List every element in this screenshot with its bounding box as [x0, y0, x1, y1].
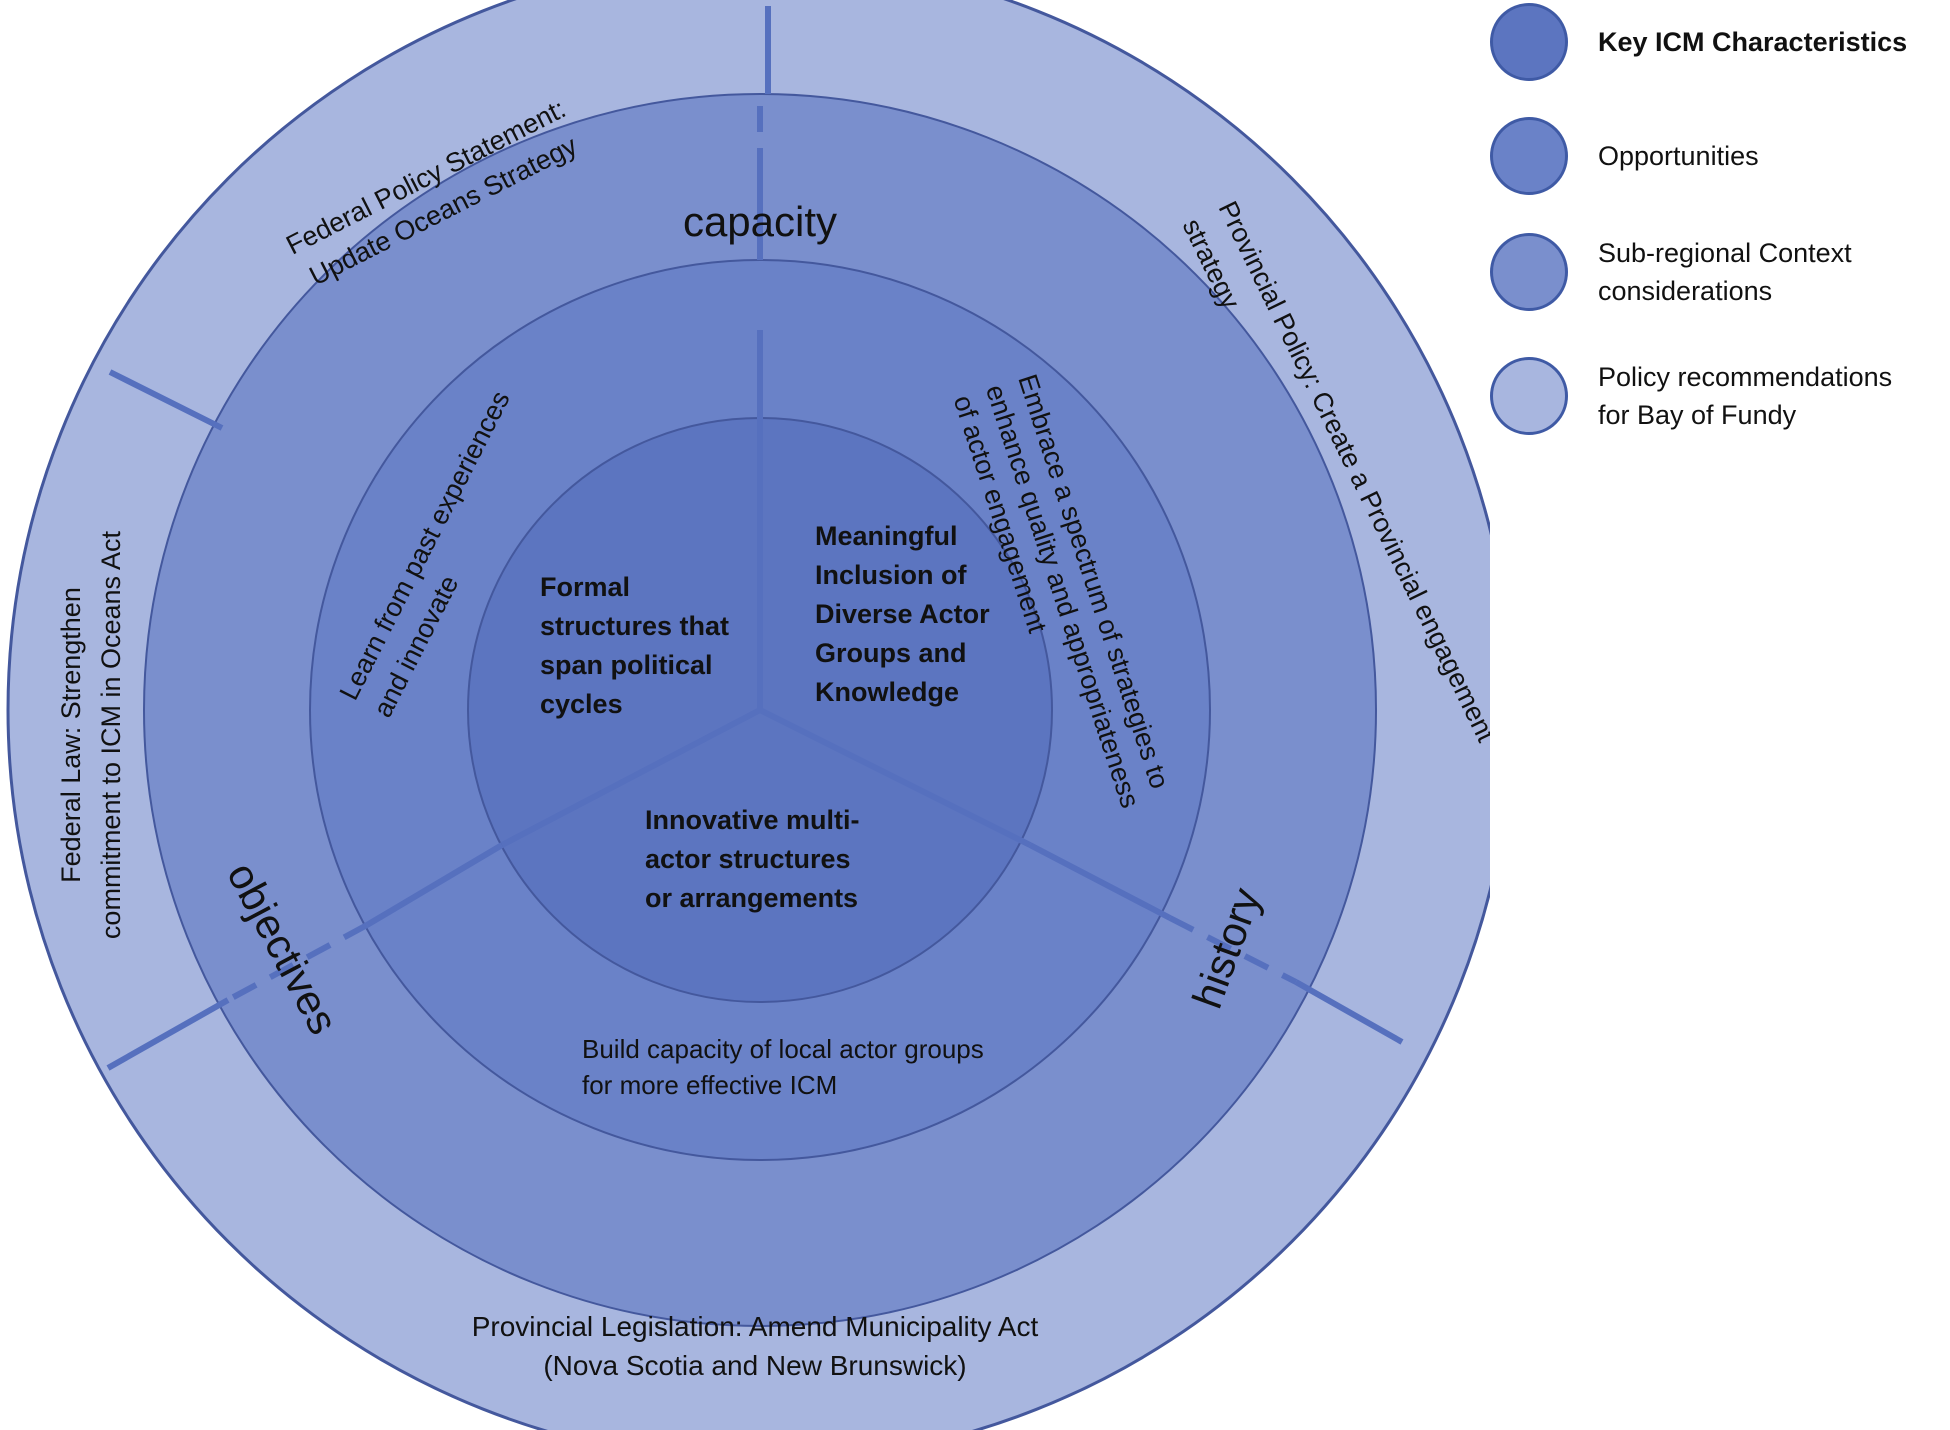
legend-swatch-opportunities: [1490, 117, 1568, 195]
divider-right-outer: [1294, 979, 1404, 1045]
innovative-structures-label: Innovative multi-actor structures or arra…: [645, 805, 860, 913]
federal-law-label: Federal Law: Strengthen commitment to ICM…: [56, 530, 126, 939]
legend: Key ICM Characteristics Opportunities Su…: [1490, 0, 1950, 460]
legend-swatch-sub-regional-context: [1490, 233, 1568, 311]
legend-item-key-characteristics: Key ICM Characteristics: [1490, 3, 1907, 81]
icm-diagram: Formal structures that span political cycle…: [6, 0, 1490, 1430]
provincial-legislation-label: Provincial Legislation: Amend Municipali…: [472, 1311, 1039, 1381]
text-line: Provincial Legislation: Amend Municipali…: [472, 1311, 1039, 1342]
text-line: commitment to ICM in Oceans Act: [96, 530, 126, 939]
text-line: or arrangements: [645, 883, 858, 913]
text-line: Meaningful: [815, 521, 958, 551]
divider-left-outer: [106, 997, 230, 1071]
legend-label-key-characteristics: Key ICM Characteristics: [1598, 23, 1907, 61]
legend-label-opportunities: Opportunities: [1598, 137, 1759, 175]
legend-label-policy-recommendations: Policy recommendations for Bay of Fundy: [1598, 358, 1892, 434]
text-line: Formal: [540, 572, 630, 602]
legend-text-line: Sub-regional Context: [1598, 238, 1852, 268]
text-line: span political: [540, 650, 713, 680]
legend-text-line: Key ICM Characteristics: [1598, 27, 1908, 57]
divider-center-left: [500, 707, 762, 848]
text-line: Inclusion of: [815, 560, 968, 590]
text-line: cycles: [540, 689, 623, 719]
legend-text-line: Policy recommendations: [1598, 362, 1893, 392]
divider-left-opp: [365, 842, 504, 928]
divider-right-dashed: [1168, 915, 1298, 985]
divider-upperleft-outer: [108, 369, 224, 431]
text-line: Groups and: [815, 638, 967, 668]
divider-center-right: [758, 707, 1032, 848]
text-line: Innovative multi-: [645, 805, 860, 835]
sector-dividers: [106, 6, 1404, 1071]
legend-swatch-key-characteristics: [1490, 3, 1568, 81]
legend-item-opportunities: Opportunities: [1490, 117, 1759, 195]
text-line: Knowledge: [815, 677, 959, 707]
text-line: (Nova Scotia and New Brunswick): [543, 1350, 966, 1381]
legend-label-sub-regional-context: Sub-regional Context considerations: [1598, 234, 1852, 310]
legend-text-line: considerations: [1598, 276, 1773, 306]
legend-swatch-policy-recommendations: [1490, 357, 1568, 435]
text-line: actor structures: [645, 844, 851, 874]
text-line: Federal Law: Strengthen: [56, 587, 86, 883]
text-line: structures that: [540, 611, 729, 641]
legend-item-sub-regional-context: Sub-regional Context considerations: [1490, 233, 1852, 311]
text-line: for more effective ICM: [582, 1070, 837, 1100]
formal-structures-label: Formal structures that span political cycle…: [540, 572, 729, 719]
capacity-label: capacity: [683, 198, 837, 245]
legend-text-line: for Bay of Fundy: [1598, 400, 1797, 430]
build-capacity-label: Build capacity of local actor groups for …: [582, 1034, 984, 1100]
text-line: Build capacity of local actor groups: [582, 1034, 984, 1064]
divider-right-opp: [1028, 842, 1172, 921]
text-line: Diverse Actor: [815, 599, 990, 629]
legend-item-policy-recommendations: Policy recommendations for Bay of Fundy: [1490, 357, 1892, 435]
divider-left-dashed: [226, 922, 369, 1003]
legend-text-line: Opportunities: [1598, 141, 1759, 171]
